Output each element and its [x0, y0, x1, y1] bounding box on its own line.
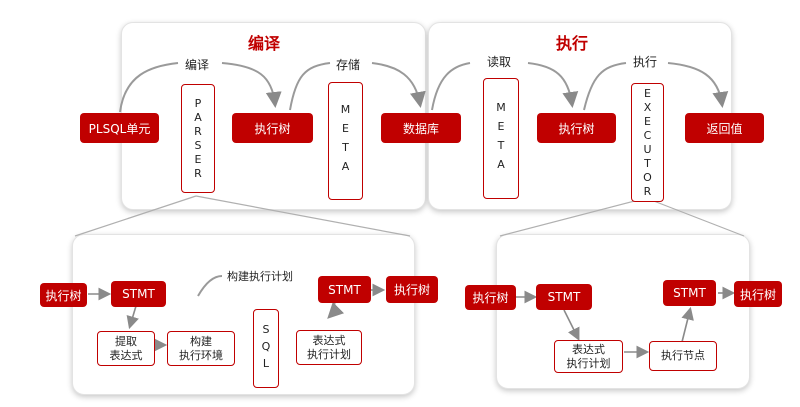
compile-title: 编译	[248, 34, 281, 53]
bl-stmt-out-node: STMT	[318, 276, 371, 303]
exec-tree-compile-node: 执行树	[232, 113, 313, 143]
execute-title: 执行	[556, 34, 589, 53]
meta-compile-node: META	[328, 82, 363, 200]
bl-exec-tree-node: 执行树	[40, 283, 87, 307]
bl-build-env-node: 构建 执行环境	[167, 331, 235, 366]
br-exec-tree-node: 执行树	[465, 285, 516, 310]
br-exec-tree-out-node: 执行树	[734, 281, 782, 307]
bl-sql-text: SQL	[259, 323, 273, 374]
database-node: 数据库	[381, 113, 461, 143]
meta-compile-text: META	[339, 103, 352, 179]
execute-label: 执行	[633, 55, 658, 69]
meta-execute-node: META	[483, 78, 519, 199]
br-stmt-out-node: STMT	[663, 280, 716, 306]
bl-exec-tree-out-node: 执行树	[386, 276, 438, 303]
parser-detail-panel	[72, 234, 415, 395]
meta-execute-text: META	[494, 100, 508, 177]
bl-stmt-in-node: STMT	[111, 281, 166, 307]
read-label: 读取	[487, 55, 512, 69]
store-label: 存储	[336, 58, 361, 72]
br-stmt-in-node: STMT	[536, 284, 592, 310]
bl-build-plan-label: 构建执行计划	[227, 270, 293, 283]
bl-expr-plan-node: 表达式 执行计划	[296, 330, 362, 365]
bl-sql-node: SQL	[253, 309, 279, 388]
executor-text: EXECUTOR	[641, 86, 654, 199]
br-exec-node: 执行节点	[649, 341, 717, 371]
parser-text: PARSER	[191, 96, 205, 181]
br-expr-plan-node: 表达式 执行计划	[554, 340, 623, 373]
compile-label: 编译	[185, 58, 210, 72]
bl-extract-expr-node: 提取 表达式	[97, 331, 155, 366]
return-value-node: 返回值	[685, 113, 764, 143]
executor-node: EXECUTOR	[631, 83, 664, 202]
parser-node: PARSER	[181, 84, 215, 193]
exec-tree-execute-node: 执行树	[537, 113, 616, 143]
plsql-unit-node: PLSQL单元	[80, 113, 159, 143]
